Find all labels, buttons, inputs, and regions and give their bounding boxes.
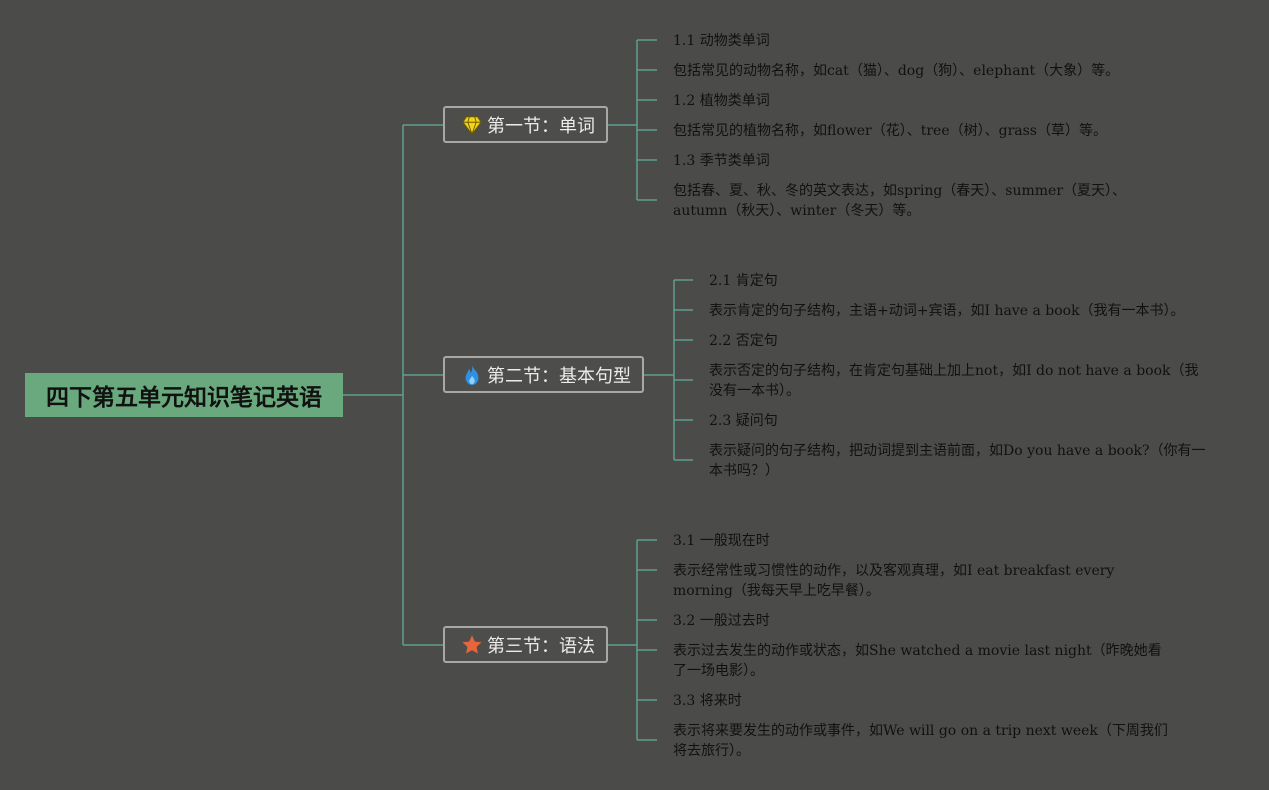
- section-vocabulary[interactable]: 第一节：单词: [443, 106, 608, 143]
- subtopic-description[interactable]: 表示经常性或习惯性的动作，以及客观真理，如I eat breakfast eve…: [673, 563, 1115, 599]
- subtopic-heading[interactable]: 1.2 植物类单词: [673, 93, 770, 109]
- section-title: 第二节：基本句型: [487, 365, 631, 387]
- section-sentence-patterns[interactable]: 第二节：基本句型: [443, 356, 644, 393]
- subtopic-description[interactable]: 包括春、夏、秋、冬的英文表达，如spring（春天）、summer（夏天）、au…: [673, 183, 1127, 219]
- subtopic-heading[interactable]: 1.1 动物类单词: [673, 33, 770, 49]
- subtopic-description[interactable]: 表示否定的句子结构，在肯定句基础上加上not，如I do not have a …: [709, 363, 1199, 399]
- subtopic-heading[interactable]: 2.3 疑问句: [709, 413, 778, 429]
- subtopic-heading[interactable]: 1.3 季节类单词: [673, 153, 770, 169]
- subtopic-description[interactable]: 表示疑问的句子结构，把动词提到主语前面，如Do you have a book?…: [709, 443, 1206, 479]
- root-title: 四下第五单元知识笔记英语: [46, 385, 322, 411]
- section-title: 第三节：语法: [487, 635, 595, 657]
- section-grammar[interactable]: 第三节：语法: [443, 626, 608, 663]
- subtopic-description[interactable]: 包括常见的植物名称，如flower（花）、tree（树）、grass（草）等。: [673, 123, 1107, 139]
- subtopic-heading[interactable]: 2.2 否定句: [709, 333, 778, 349]
- subtopic-description[interactable]: 包括常见的动物名称，如cat（猫）、dog（狗）、elephant（大象）等。: [673, 63, 1120, 79]
- subtopic-description[interactable]: 表示过去发生的动作或状态，如She watched a movie last n…: [673, 643, 1162, 679]
- root-topic[interactable]: 四下第五单元知识笔记英语: [25, 373, 343, 417]
- subtopic-heading[interactable]: 3.3 将来时: [673, 693, 742, 709]
- flame-icon: [461, 364, 483, 386]
- subtopic-description[interactable]: 表示将来要发生的动作或事件，如We will go on a trip next…: [673, 723, 1168, 759]
- section-title: 第一节：单词: [487, 115, 595, 137]
- subtopic-heading[interactable]: 2.1 肯定句: [709, 273, 778, 289]
- star-icon: [461, 634, 483, 656]
- subtopic-heading[interactable]: 3.1 一般现在时: [673, 533, 770, 549]
- subtopic-heading[interactable]: 3.2 一般过去时: [673, 613, 770, 629]
- gem-icon: [461, 114, 483, 136]
- subtopic-description[interactable]: 表示肯定的句子结构，主语+动词+宾语，如I have a book（我有一本书）…: [709, 303, 1185, 319]
